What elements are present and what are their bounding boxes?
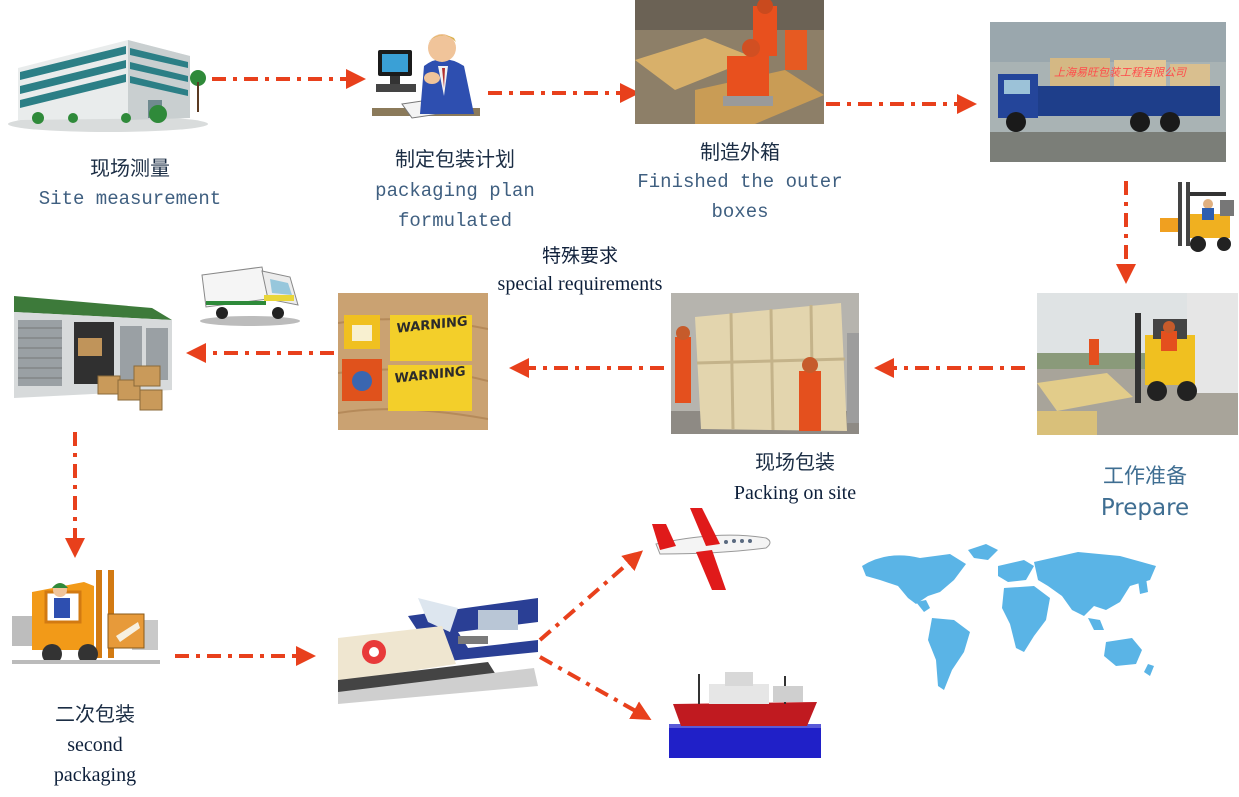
cargo-ship-illustration <box>669 670 821 758</box>
delivery-truck-illustration <box>198 265 303 327</box>
packing-on-site-photo <box>671 293 859 434</box>
arrow-cargo-to-plane <box>538 550 644 642</box>
outer-boxes-cn: 制造外箱 <box>700 140 780 164</box>
second-packaging-cn: 二次包装 <box>55 702 135 726</box>
second-packaging-en-2: packaging <box>53 764 137 786</box>
truck-company-name: 上海易旺包装工程有限公司 <box>1054 66 1186 79</box>
office-building-illustration <box>8 38 213 133</box>
truck-with-crates-photo <box>990 22 1226 162</box>
site-measurement-en: Site measurement <box>38 188 222 210</box>
planner-illustration <box>372 26 482 126</box>
outer-boxes-en-2: boxes <box>711 201 769 223</box>
packaging-plan-en-1: packaging plan <box>375 180 535 202</box>
warehouse-illustration <box>12 292 177 412</box>
world-map-illustration <box>858 540 1163 692</box>
forklift-work-photo <box>1037 293 1238 435</box>
forklift-illustration <box>12 566 160 666</box>
site-measurement-cn: 现场测量 <box>90 156 170 180</box>
special-requirements-en: special requirements <box>497 273 663 295</box>
second-packaging-en-1: second <box>67 734 123 756</box>
packing-on-site-cn: 现场包装 <box>755 450 835 474</box>
prepare-en: Prepare <box>1100 495 1190 521</box>
packing-on-site-en: Packing on site <box>733 482 857 504</box>
warning-labels-photo <box>338 293 488 430</box>
arrow-cargo-to-ship <box>539 655 652 720</box>
airplane-illustration <box>650 504 774 592</box>
special-requirements-cn: 特殊要求 <box>541 245 618 267</box>
packaging-plan-cn: 制定包装计划 <box>395 147 515 171</box>
prepare-cn: 工作准备 <box>1103 464 1187 488</box>
outer-boxes-en-1: Finished the outer <box>637 171 843 193</box>
workers-building-boxes-photo <box>635 0 824 124</box>
small-forklift-illustration <box>1160 178 1239 254</box>
air-cargo-loading-illustration <box>338 592 538 704</box>
packaging-plan-en-2: formulated <box>397 210 513 232</box>
